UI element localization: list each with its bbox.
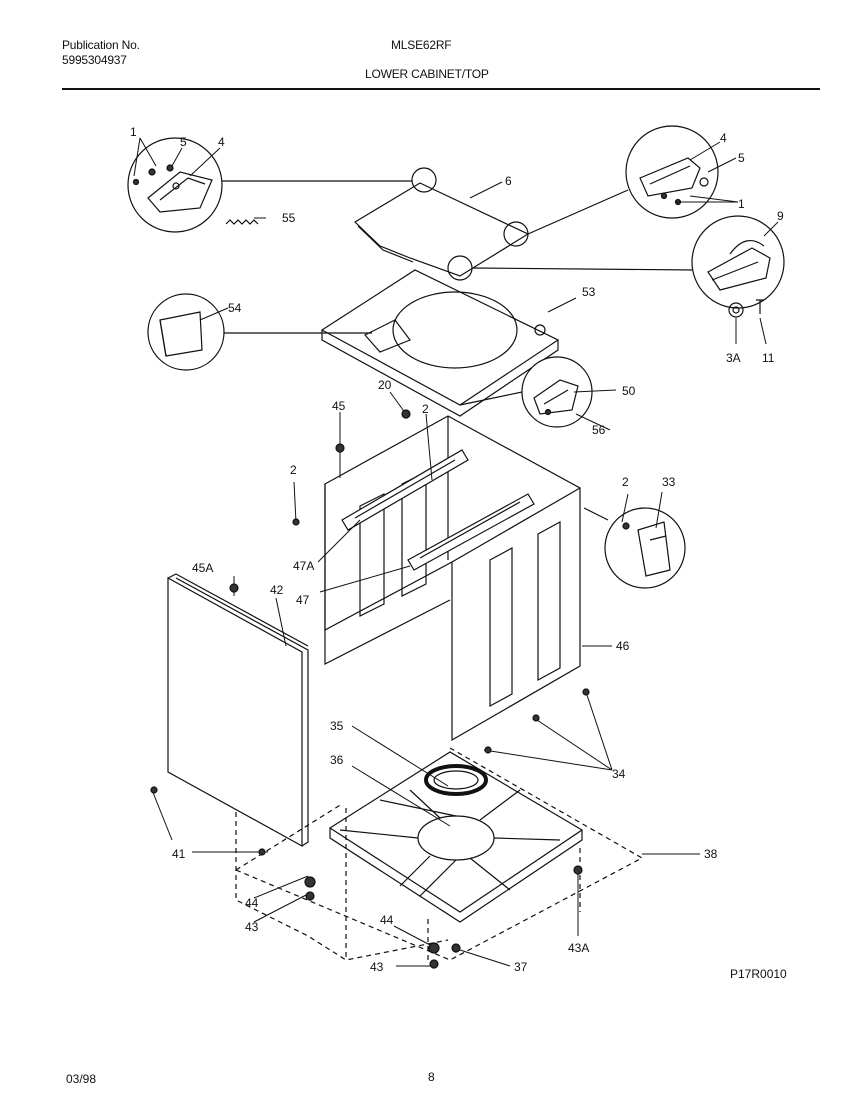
publication-number: 5995304937 xyxy=(62,53,127,67)
assembly-guides xyxy=(235,747,644,961)
callout-46: 46 xyxy=(616,639,630,653)
page-number: 8 xyxy=(428,1070,435,1084)
callout-9: 9 xyxy=(777,209,784,223)
front-panel xyxy=(167,573,309,848)
callout-43a: 43A xyxy=(568,941,589,955)
callout-56: 56 xyxy=(592,423,606,437)
detail-circle-latch xyxy=(604,507,686,589)
publication-label: Publication No. xyxy=(62,38,140,52)
cabinet-base xyxy=(328,751,584,923)
callout-2: 2 xyxy=(290,463,297,477)
detail-circle-dispenser xyxy=(147,293,225,371)
footer-date: 03/98 xyxy=(66,1072,97,1086)
callout-20: 20 xyxy=(378,378,392,392)
hardware-fasteners xyxy=(150,409,590,969)
callout-44: 44 xyxy=(245,896,259,910)
callout-4: 4 xyxy=(720,131,727,145)
callout-2: 2 xyxy=(622,475,629,489)
callout-34: 34 xyxy=(612,767,626,781)
callout-33: 33 xyxy=(662,475,676,489)
detail-circle-lid-switch xyxy=(691,215,785,309)
callout-53: 53 xyxy=(582,285,596,299)
callout-1: 1 xyxy=(738,197,745,211)
callout-44: 44 xyxy=(380,913,394,927)
callout-47: 47 xyxy=(296,593,310,607)
callout-3a: 3A xyxy=(726,351,741,365)
leader-lines xyxy=(133,137,779,967)
callout-11: 11 xyxy=(762,351,775,365)
header-rule xyxy=(62,88,820,90)
callout-47a: 47A xyxy=(293,559,314,573)
detail-circle-hinge-left xyxy=(127,137,223,233)
callout-35: 35 xyxy=(330,719,344,733)
callout-38: 38 xyxy=(704,847,718,861)
callout-55: 55 xyxy=(282,211,296,225)
callout-5: 5 xyxy=(180,135,187,149)
lid-panel xyxy=(354,167,530,281)
callout-4: 4 xyxy=(218,135,225,149)
callout-41: 41 xyxy=(172,847,186,861)
detail-circle-hinge-right xyxy=(625,125,719,219)
grommet xyxy=(728,302,744,318)
callout-45: 45 xyxy=(332,399,346,413)
callout-45a: 45A xyxy=(192,561,213,575)
spring xyxy=(225,219,259,225)
callout-36: 36 xyxy=(330,753,344,767)
callout-43: 43 xyxy=(370,960,384,974)
callout-1: 1 xyxy=(130,125,137,139)
callout-labels: 1 5 4 55 6 4 5 1 9 3A 11 54 53 20 50 56 … xyxy=(130,125,784,974)
model-number: MLSE62RF xyxy=(391,38,452,52)
callout-5: 5 xyxy=(738,151,745,165)
section-title: LOWER CABINET/TOP xyxy=(365,67,489,81)
callout-6: 6 xyxy=(505,174,512,188)
callout-2: 2 xyxy=(422,402,429,416)
callout-43: 43 xyxy=(245,920,259,934)
cabinet-top xyxy=(320,269,560,417)
callout-37: 37 xyxy=(514,960,528,974)
callout-54: 54 xyxy=(228,301,242,315)
callout-42: 42 xyxy=(270,583,284,597)
callout-50: 50 xyxy=(622,384,636,398)
drawing-code: P17R0010 xyxy=(730,967,787,981)
cabinet-brace xyxy=(341,449,535,571)
